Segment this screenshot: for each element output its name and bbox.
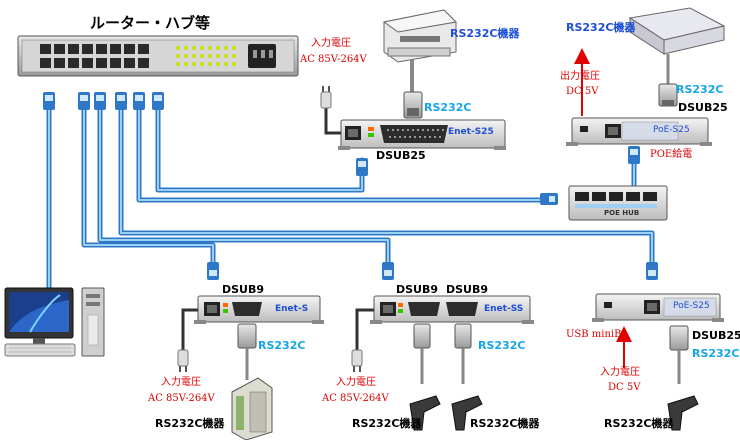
printer-rs232c-label: RS232C [424, 101, 472, 114]
printer-rs232c-device-label: RS232C機器 [450, 27, 520, 40]
printer-cable [403, 60, 423, 119]
enet-s-serial-cable [237, 323, 257, 380]
router-hub-title: ルーター・ハブ等 [90, 14, 211, 32]
bottom-rs232c-label: RS232C [692, 347, 740, 360]
enet-s25-ac-range-label: AC 85V-264V [300, 54, 367, 65]
lan-cables [46, 105, 655, 295]
enet-s-device [194, 295, 324, 324]
enet-s-ac-range-label: AC 85V-264V [148, 393, 215, 404]
poe-hub-device [568, 185, 668, 221]
bottom-input-voltage-label: 入力電圧 [600, 367, 640, 378]
enet-s-product-name: Enet-S [275, 304, 309, 314]
enet-s-dsub9-label: DSUB9 [222, 283, 265, 296]
enet-s-power-cord [177, 308, 198, 372]
cable-to-enet-s25 [155, 105, 365, 193]
pc-computer [4, 287, 105, 357]
printer [382, 9, 458, 63]
router-power-inlet [248, 44, 276, 68]
plc-rs232c-device-label: RS232C機器 [155, 417, 225, 430]
enet-ss-rs232c-label: RS232C [478, 339, 526, 352]
top-rs232c-device-label: RS232C機器 [566, 21, 636, 34]
rs232c-box-device [628, 7, 726, 55]
enet-ss-serial-cables [413, 323, 472, 384]
output-voltage-label: 出力電圧 [560, 71, 600, 82]
enet-s25-power-cord [320, 86, 341, 135]
scanner1-rs232c-device-label: RS232C機器 [352, 417, 422, 430]
poe-s25-bottom-product-name: PoE-S25 [673, 301, 710, 311]
enet-s25-dsub25-label: DSUB25 [376, 149, 426, 162]
router-plugs [43, 92, 164, 110]
top-rs232c-label: RS232C [676, 83, 724, 96]
poe-feed-label: POE給電 [650, 149, 693, 160]
cable-to-poe-hub [136, 105, 548, 203]
poe-s25-bottom-serial-cable [669, 325, 689, 384]
enet-ss-power-cord [351, 308, 374, 372]
enet-ss-dsub9-left-label: DSUB9 [396, 283, 439, 296]
poe-s25-top-product-name: PoE-S25 [653, 125, 690, 135]
router-ports [40, 44, 149, 68]
scanner3-rs232c-device-label: RS232C機器 [604, 417, 674, 430]
enet-s25-product-name: Enet-S25 [448, 127, 494, 137]
bottom-dc5v-label: DC 5V [608, 382, 641, 393]
enet-s25-input-voltage-label: 入力電圧 [311, 38, 351, 49]
barcode-scanner-2 [451, 395, 483, 431]
poe-s25-bottom-device [592, 293, 724, 322]
device-plugs [207, 146, 658, 280]
cable-to-poe-s25-bottom [118, 105, 655, 268]
enet-s-input-voltage-label: 入力電圧 [161, 377, 201, 388]
enet-s25-device [338, 119, 506, 150]
output-dc5v-label: DC 5V [566, 86, 599, 97]
router-leds [176, 46, 236, 66]
cable-to-enet-s [81, 105, 216, 268]
enet-s-rs232c-label: RS232C [258, 339, 306, 352]
bottom-dsub25-label: DSUB25 [692, 329, 740, 342]
plc-device [231, 377, 273, 440]
poe-s25-top-device [566, 117, 712, 146]
cable-to-enet-ss [97, 105, 391, 268]
enet-ss-product-name: Enet-SS [484, 304, 524, 314]
enet-ss-dsub9-right-label: DSUB9 [446, 283, 489, 296]
router-hub-device [17, 35, 299, 77]
enet-ss-ac-range-label: AC 85V-264V [322, 393, 389, 404]
usb-minib-label: USB miniB [566, 329, 622, 340]
scanner2-rs232c-device-label: RS232C機器 [470, 417, 540, 430]
barcode-scanner-1 [409, 395, 441, 431]
barcode-scanner-3 [667, 395, 699, 431]
poe-hub-label: POE HUB [604, 209, 640, 217]
enet-ss-input-voltage-label: 入力電圧 [336, 377, 376, 388]
top-dsub25-label: DSUB25 [678, 101, 728, 114]
rs232c-box-cable [658, 54, 678, 107]
